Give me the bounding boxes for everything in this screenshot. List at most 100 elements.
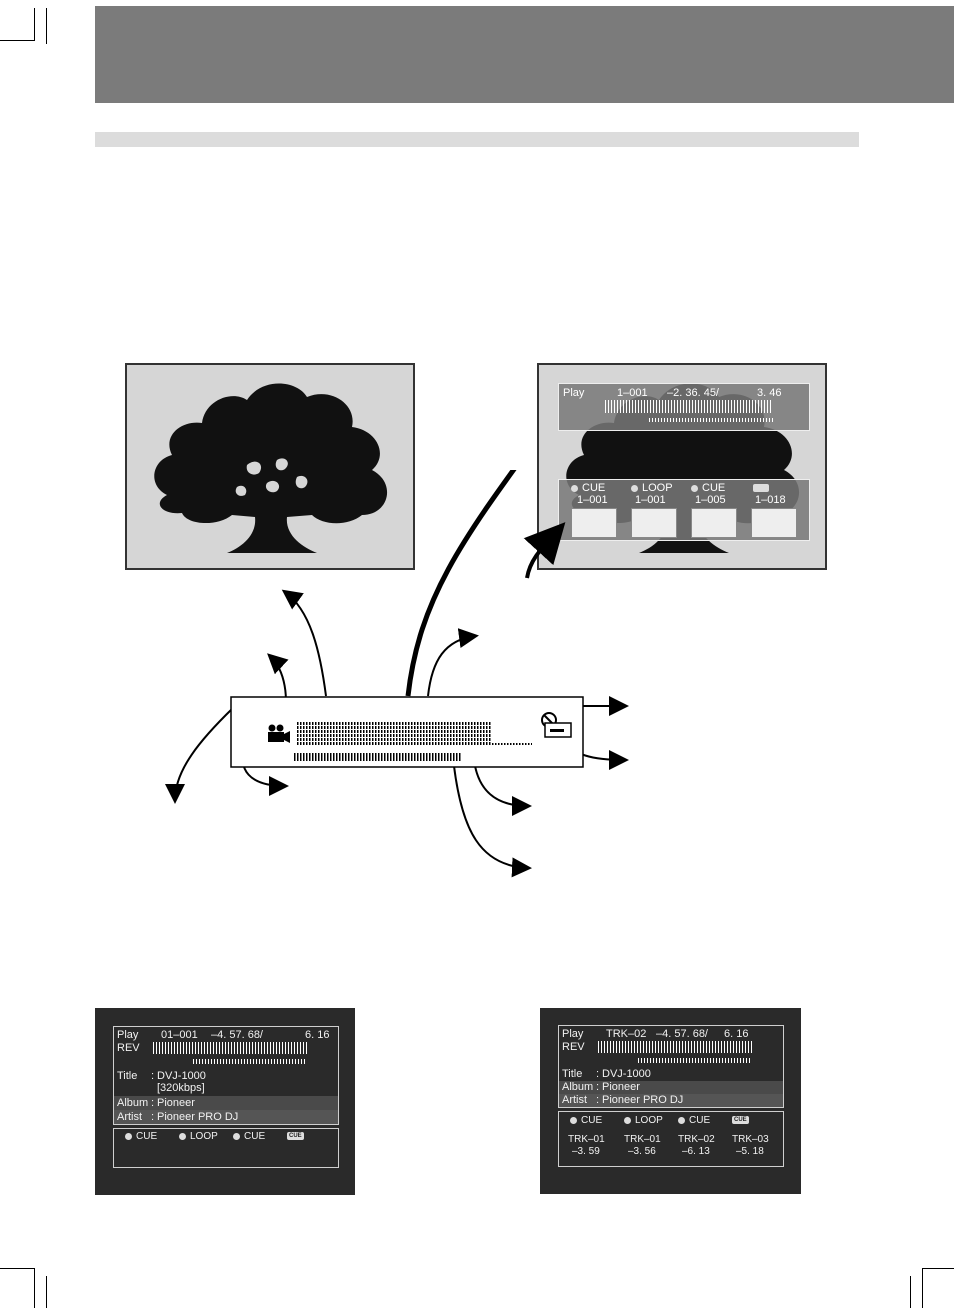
level-meter-baseline [649, 418, 773, 422]
row-label: Title [562, 1068, 583, 1080]
point-track: TRK–03 [732, 1134, 769, 1145]
level-meter-dots [492, 743, 532, 745]
memory-box [113, 1128, 339, 1168]
memory-dot-icon [571, 484, 578, 492]
row-label: Artist [117, 1111, 143, 1123]
row-value: Pioneer PRO DJ [602, 1094, 684, 1106]
memory-item: LOOP [179, 1130, 218, 1143]
row-sep: : [151, 1111, 155, 1123]
row-highlight [559, 1094, 783, 1107]
row-label: Artist [562, 1094, 588, 1106]
time-text: –4. 57. 68/ [656, 1028, 708, 1040]
crop-mark [922, 1268, 923, 1308]
level-meter [296, 722, 492, 746]
mode-text: Play [563, 387, 585, 399]
memory-dot-icon [678, 1116, 685, 1124]
memory-dot-icon [233, 1132, 240, 1140]
memory-dot-icon [691, 484, 698, 492]
row-value: Pioneer [157, 1097, 195, 1109]
overlay-status-box: Play 1–001 –2. 36. 45/ 3. 46 [558, 383, 810, 431]
track-text: TRK–02 [606, 1028, 647, 1040]
mode-text: Play [562, 1028, 584, 1040]
callout-arrow [453, 765, 532, 878]
memory-item: LOOP [624, 1114, 663, 1127]
mode-text: Play [117, 1029, 139, 1041]
total-text: 6. 16 [724, 1028, 749, 1040]
level-meter [153, 1042, 307, 1054]
level-meter [605, 400, 773, 413]
memory-badge-icon [753, 484, 769, 492]
level-meter-baseline [638, 1058, 750, 1063]
memory-track: 1–005 [695, 494, 726, 506]
row-value: [320kbps] [157, 1082, 205, 1094]
point-time: –5. 18 [736, 1146, 764, 1157]
row-sep: : [596, 1094, 600, 1106]
memory-dot-icon [624, 1116, 631, 1124]
osd-screen-left: Play 01–001 –4. 57. 68/ 6. 16 REV Title … [95, 1008, 355, 1195]
total-text: 6. 16 [305, 1029, 330, 1041]
total-text: 3. 46 [757, 387, 782, 399]
row-highlight [114, 1096, 338, 1110]
row-value: Pioneer PRO DJ [157, 1111, 239, 1123]
point-time: –6. 13 [682, 1146, 710, 1157]
track-text: 1–001 [617, 387, 648, 399]
callout-arrow [281, 589, 327, 697]
osd-screen-right: Play TRK–02 –4. 57. 68/ 6. 16 REV Title … [540, 1008, 801, 1194]
callout-arrow [473, 759, 532, 816]
row-label: Album [562, 1081, 594, 1093]
thumbnail [631, 508, 677, 538]
memory-item: CUE [570, 1114, 602, 1127]
row-value: Pioneer [602, 1081, 640, 1093]
row-value: DVJ-1000 [157, 1070, 206, 1082]
camera-icon [268, 724, 290, 743]
memory-dot-icon [125, 1132, 132, 1140]
crop-mark [0, 1268, 35, 1269]
callout-arrow [523, 522, 566, 579]
row-sep: : [151, 1070, 155, 1082]
memory-item: CUE [233, 1130, 265, 1143]
header-band [95, 6, 954, 103]
memory-dot-icon [631, 484, 638, 492]
memory-track: 1–001 [577, 494, 608, 506]
row-sep: : [151, 1097, 155, 1109]
crop-mark [910, 1276, 911, 1308]
row-label: Title [117, 1070, 138, 1082]
memory-dot-icon [179, 1132, 186, 1140]
subheader-band [95, 132, 859, 147]
memory-box [558, 1111, 784, 1167]
memory-item: CUE [125, 1130, 157, 1143]
display-diagram [165, 470, 629, 878]
prohibited-disc-icon [541, 712, 572, 738]
level-meter [598, 1041, 752, 1053]
position-bar [293, 753, 461, 761]
memory-type: LOOP [631, 482, 673, 494]
memory-track: 1–018 [755, 494, 786, 506]
callout-arrow [405, 470, 517, 697]
crop-mark [34, 1268, 35, 1308]
row-sep: : [596, 1081, 600, 1093]
row-highlight [559, 1081, 783, 1094]
memory-track: 1–001 [635, 494, 666, 506]
direction-text: REV [117, 1042, 140, 1054]
cue-badge: CUE [287, 1132, 304, 1140]
thumbnail [691, 508, 737, 538]
cue-badge: CUE [732, 1116, 749, 1124]
level-meter-baseline [193, 1059, 305, 1064]
callout-arrow [165, 707, 234, 804]
crop-mark [46, 1276, 47, 1308]
time-text: –4. 57. 68/ [211, 1029, 263, 1041]
point-track: TRK–02 [678, 1134, 715, 1145]
thumbnail [751, 508, 797, 538]
direction-text: REV [562, 1041, 585, 1053]
point-track: TRK–01 [624, 1134, 661, 1145]
video-overlay-panel: Play 1–001 –2. 36. 45/ 3. 46 CUE LOOP CU… [537, 363, 827, 570]
memory-type: CUE [571, 482, 605, 494]
memory-type: CUE [691, 482, 725, 494]
status-info-box [558, 1025, 784, 1108]
crop-mark [922, 1268, 954, 1269]
memory-item: CUE [678, 1114, 710, 1127]
crop-mark [46, 8, 47, 44]
row-sep: : [596, 1068, 600, 1080]
memory-dot-icon [570, 1116, 577, 1124]
video-picture-panel [125, 363, 415, 570]
